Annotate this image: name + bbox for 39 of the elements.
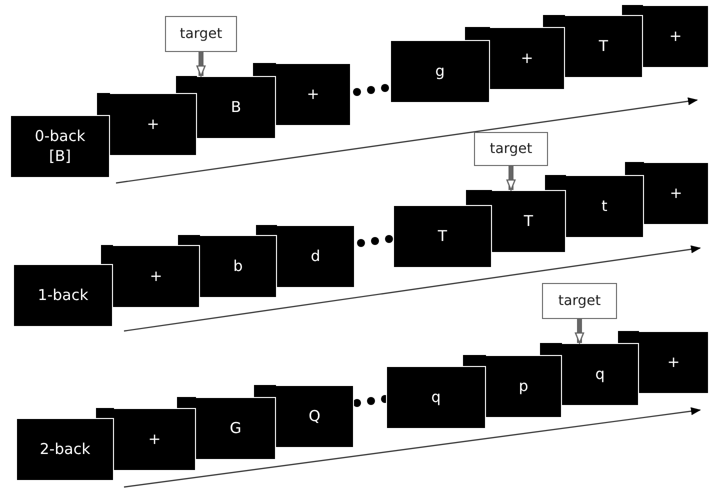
stimulus-text: +	[520, 48, 534, 68]
pointer-arrow	[574, 319, 584, 344]
stimulus-text: G	[230, 418, 242, 438]
stimulus-text: B	[230, 98, 242, 118]
stimulus-text: 2-back	[40, 440, 90, 460]
stimulus-text: +	[148, 430, 161, 450]
stimulus-screen	[386, 366, 486, 429]
stimulus-screen	[16, 418, 114, 481]
stimulus-text: +	[670, 184, 682, 204]
stimulus-text: q	[595, 364, 605, 384]
stimulus-text: T	[438, 226, 448, 246]
stimulus-text: T	[524, 212, 534, 232]
target-callout	[165, 16, 237, 52]
stimulus-text: b	[233, 256, 243, 276]
target-callout	[542, 283, 617, 319]
callout-label: target	[558, 293, 601, 309]
stimulus-text: t	[602, 196, 608, 216]
callout-label: target	[490, 141, 532, 157]
stimulus-screen	[10, 115, 110, 178]
stimulus-text: 1-back	[38, 286, 88, 306]
stimulus-text: 0-back [B]	[34, 127, 86, 166]
stimulus-screen	[393, 205, 492, 268]
pointer-arrow	[196, 52, 206, 77]
stimulus-text: g	[435, 62, 445, 82]
stimulus-text: +	[150, 266, 162, 286]
stimulus-text: +	[669, 26, 682, 46]
target-callout	[474, 132, 548, 166]
callout-label: target	[180, 26, 222, 42]
stimulus-text: +	[306, 84, 320, 104]
stimulus-text: Q	[308, 406, 320, 426]
stimulus-text: p	[518, 376, 528, 396]
stimulus-screen	[390, 40, 490, 103]
stimulus-screen	[13, 264, 113, 327]
pointer-arrow	[506, 166, 516, 191]
stimulus-text: d	[310, 246, 320, 266]
stimulus-text: q	[431, 388, 441, 408]
stimulus-text: +	[146, 114, 160, 134]
stimulus-text: +	[667, 352, 680, 372]
stimulus-text: T	[598, 36, 608, 56]
